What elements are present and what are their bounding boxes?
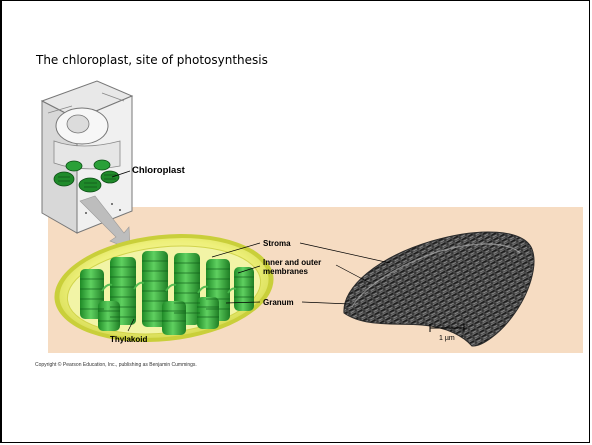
chloroplast-label: Chloroplast bbox=[132, 165, 186, 176]
thylakoid-label: Thylakoid bbox=[110, 335, 147, 344]
stroma-label: Stroma bbox=[263, 239, 291, 248]
membranes-label-line1: Inner and outer bbox=[263, 258, 321, 267]
granum-label: Granum bbox=[263, 298, 294, 307]
scale-bar-label: 1 µm bbox=[439, 335, 455, 342]
copyright-notice: Copyright © Pearson Education, Inc., pub… bbox=[35, 362, 197, 368]
membranes-label-line2: membranes bbox=[263, 267, 308, 276]
plant-cell-illustration bbox=[42, 81, 132, 233]
